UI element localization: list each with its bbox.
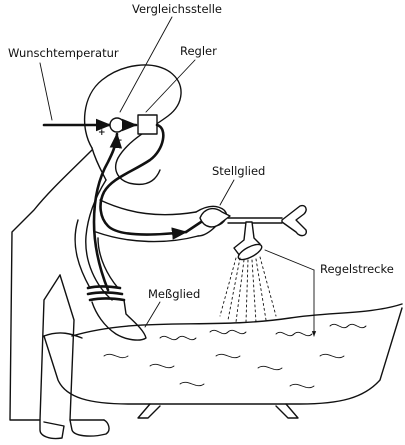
arm-sensor-inner	[98, 238, 118, 288]
label-controlled-system: Regelstrecke	[320, 262, 394, 276]
torso-outline	[10, 150, 92, 420]
back-outline	[86, 180, 112, 300]
leader-desired-temperature	[40, 63, 52, 120]
label-sensor: Meßglied	[148, 287, 200, 301]
leg-back	[40, 420, 64, 439]
foot-front	[70, 420, 109, 436]
hand-sensor	[92, 300, 146, 340]
leader-actuator	[220, 180, 234, 205]
leader-sensor	[145, 302, 160, 327]
label-actuator: Stellglied	[212, 164, 265, 178]
label-comparison-point: Vergleichsstelle	[132, 2, 222, 16]
comparison-point-circle	[110, 118, 124, 132]
arm-sensor-outer	[75, 220, 90, 288]
leader-controller	[146, 60, 195, 112]
tub-foot-right	[276, 404, 298, 418]
cuff	[88, 287, 124, 301]
label-desired-temperature: Wunschtemperatur	[8, 46, 119, 60]
valve-handle-right	[282, 206, 306, 236]
tub-foot-left	[138, 404, 160, 418]
controller-box	[138, 115, 157, 134]
sign-plus: +	[98, 128, 106, 138]
neck-outline	[92, 148, 106, 180]
arm-upper	[100, 200, 196, 215]
leader-controlled-system	[265, 250, 314, 270]
bathtub-inner-rim	[44, 333, 82, 338]
feedback-path	[94, 134, 117, 290]
controller-output-path	[101, 125, 186, 234]
bathtub-rim	[72, 304, 402, 336]
water-spray	[220, 257, 276, 322]
label-controller: Regler	[180, 44, 217, 58]
bathtub-body	[44, 308, 402, 404]
